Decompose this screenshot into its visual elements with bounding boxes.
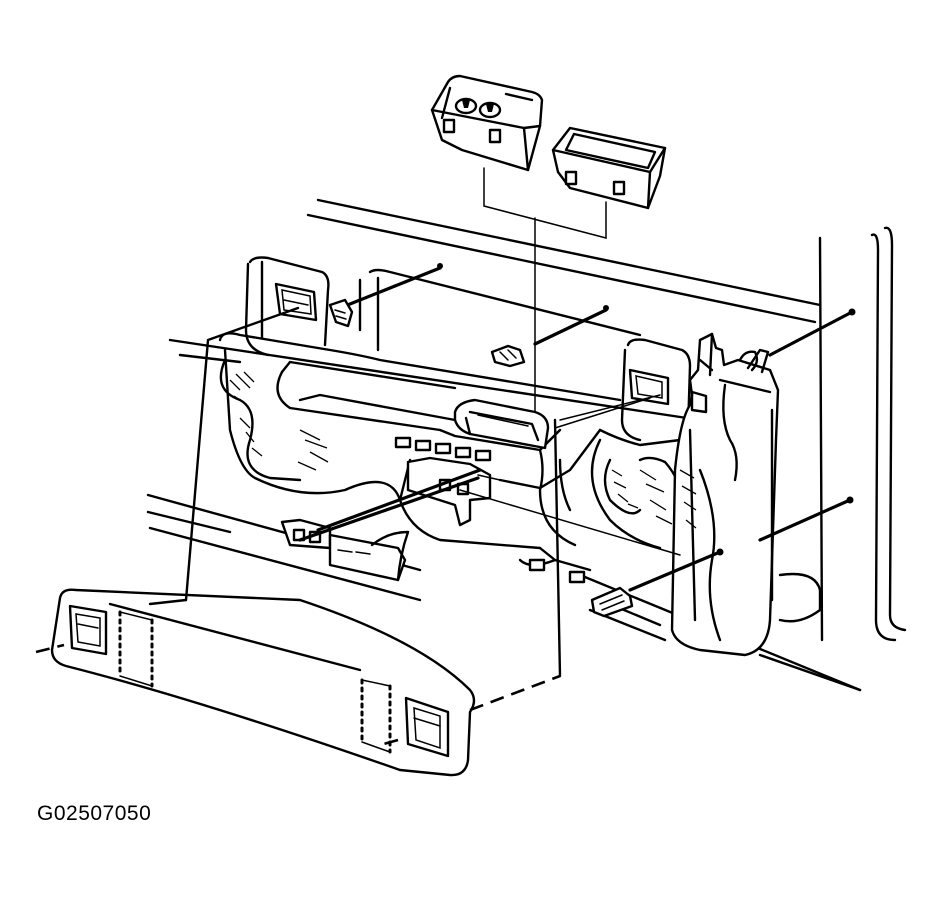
right-side-trim-panel: [672, 334, 778, 655]
upper-bin-open: [553, 128, 665, 208]
bin-leader-lines: [484, 168, 606, 440]
figure-code-label: G02507050: [37, 802, 152, 825]
vehicle-body-lines: [148, 200, 905, 690]
seat-back-panel: [220, 258, 640, 583]
assembly-leaders: [36, 308, 660, 745]
center-vents: [396, 438, 490, 460]
seat-cushion: [52, 590, 474, 775]
fasteners: [300, 263, 856, 616]
upper-bin-with-controls: [432, 76, 542, 170]
